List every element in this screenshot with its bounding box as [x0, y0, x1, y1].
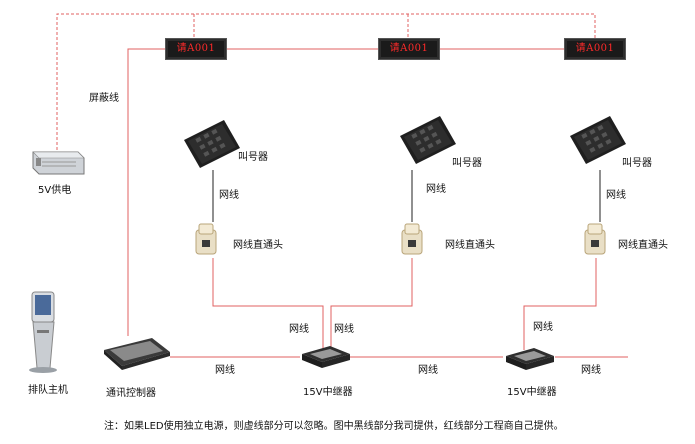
pager-keypad-icon [570, 116, 626, 164]
net-cable-label-2: 网线 [426, 184, 446, 195]
coupler-label-2: 网线直通头 [445, 240, 495, 251]
power-supply-label: 5V供电 [38, 185, 72, 196]
rj45-coupler-icon [584, 223, 606, 255]
pager-label-1: 叫号器 [238, 152, 268, 163]
coupler-label-1: 网线直通头 [233, 240, 283, 251]
net-cable-label-3: 网线 [606, 190, 626, 201]
net-cable-label-1: 网线 [219, 190, 239, 201]
pager-keypad-icon [400, 116, 456, 164]
led-display-2: 请A001 [378, 38, 440, 60]
repeater-label-1: 15V中继器 [303, 387, 353, 398]
net-label-right-drop: 网线 [334, 324, 354, 335]
shield-wire-label: 屏蔽线 [89, 93, 119, 104]
repeater-label-2: 15V中继器 [507, 387, 557, 398]
led-display-1: 请A001 [165, 38, 227, 60]
black-cable [212, 170, 601, 222]
controller-label: 通讯控制器 [106, 388, 156, 399]
repeater-icon [506, 348, 554, 370]
net-label-third-drop: 网线 [533, 322, 553, 333]
net-label-bus-2: 网线 [418, 365, 438, 376]
pager-keypad-icon [184, 120, 240, 168]
net-label-left-drop: 网线 [289, 324, 309, 335]
pager-label-3: 叫号器 [622, 158, 652, 169]
led-display-3: 请A001 [564, 38, 626, 60]
communication-controller-icon [104, 338, 170, 370]
power-supply-icon [32, 151, 85, 175]
queue-host-kiosk-icon [29, 291, 57, 373]
coupler-label-3: 网线直通头 [618, 240, 668, 251]
pager-label-2: 叫号器 [452, 158, 482, 169]
red-wire [127, 48, 628, 358]
net-label-bus-1: 网线 [215, 365, 235, 376]
rj45-coupler-icon [195, 223, 217, 255]
repeater-icon [302, 346, 350, 368]
footnote: 注：如果LED使用独立电源，则虚线部分可以忽略。图中黑线部分我司提供，红线部分工… [104, 421, 564, 432]
net-label-bus-3: 网线 [581, 365, 601, 376]
rj45-coupler-icon [401, 223, 423, 255]
queue-host-label: 排队主机 [28, 385, 68, 396]
dashed-power-wire [56, 13, 596, 150]
